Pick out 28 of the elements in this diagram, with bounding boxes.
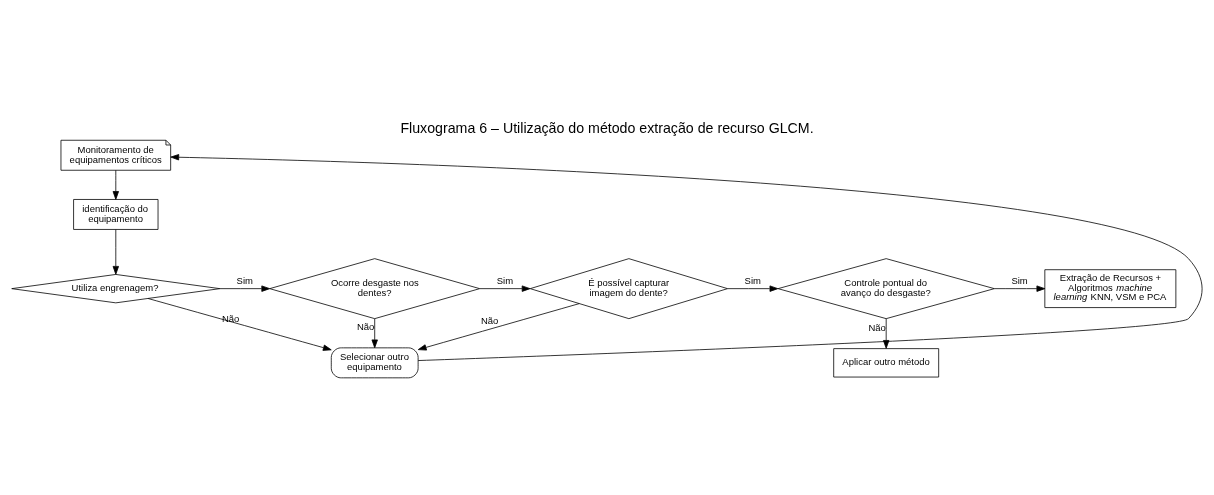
edge-label: Sim bbox=[236, 274, 253, 286]
node-box: identificação do equipamento bbox=[73, 198, 159, 230]
edge-label: Não bbox=[868, 321, 886, 333]
arrow bbox=[170, 153, 1203, 361]
node-box: Extração de Recursos + Algoritmos machine learning KNN, VSM e PCA bbox=[1044, 268, 1177, 308]
arrow bbox=[219, 285, 271, 292]
node-box: Aplicar outro método bbox=[833, 347, 940, 377]
edge-label: Sim bbox=[1011, 274, 1028, 286]
arrow bbox=[371, 317, 378, 348]
node-diamond: É possível capturar imagem do dente? bbox=[529, 257, 728, 319]
arrow bbox=[993, 285, 1046, 292]
edge-label: Não bbox=[356, 320, 375, 332]
arrow bbox=[479, 285, 531, 292]
node-diamond: Utiliza engrenagem? bbox=[11, 273, 221, 303]
edge-label: Não bbox=[222, 312, 240, 324]
diagram-title: Fluxograma 6 – Utilização do método extração de recurso GLCM. bbox=[400, 119, 814, 136]
arrow bbox=[417, 302, 580, 350]
edge-label: Sim bbox=[496, 274, 514, 286]
node-box: Selecionar outro equipamento bbox=[330, 346, 419, 378]
arrow bbox=[147, 297, 332, 351]
edge-label: Sim bbox=[744, 274, 761, 286]
arrow bbox=[112, 228, 119, 275]
edge-label: Não bbox=[480, 314, 499, 326]
arrow bbox=[883, 317, 890, 349]
arrow bbox=[727, 285, 779, 292]
arrow bbox=[112, 169, 119, 200]
node-diamond: Controle pontual do avanço do desgaste? bbox=[777, 257, 995, 319]
node-diamond: Ocorre desgaste nos dentes? bbox=[269, 257, 481, 319]
